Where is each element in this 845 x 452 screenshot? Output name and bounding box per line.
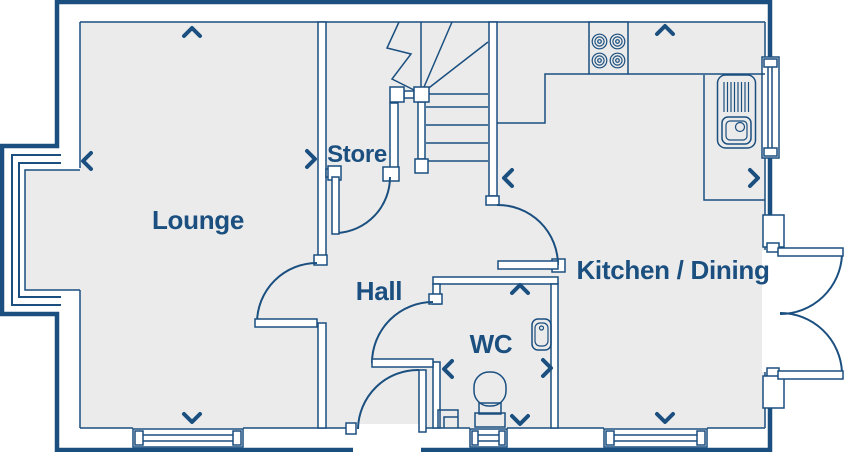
french-doors <box>777 247 844 380</box>
stairs <box>385 21 489 174</box>
newel-post <box>389 86 405 103</box>
chevron-down-icon <box>655 412 675 424</box>
room-labels: Lounge Store Hall WC Kitchen / Dining <box>152 141 770 359</box>
wall-openings <box>353 250 788 452</box>
chevron-up-icon <box>510 283 530 295</box>
wc-left-wall-lower <box>432 361 441 429</box>
toilet <box>473 371 507 428</box>
wc-bottom-window <box>469 428 508 448</box>
wash-basin <box>531 318 552 351</box>
wc-corner-boxing <box>437 409 459 428</box>
kitchen-bottom-window <box>603 428 708 448</box>
front-door-opening <box>353 424 421 452</box>
chevron-right-icon <box>305 149 317 169</box>
hob <box>588 21 629 75</box>
chevron-down-icon <box>510 414 530 426</box>
room-label-hall: Hall <box>356 276 402 306</box>
wc-top-wall <box>432 276 559 285</box>
chevron-up-icon <box>655 24 675 36</box>
chevron-down-icon <box>182 412 202 424</box>
wc-right-wall <box>550 283 559 429</box>
lounge-bottom-window <box>132 428 244 448</box>
chevron-up-icon <box>182 26 202 38</box>
store-door <box>331 176 392 235</box>
room-label-wc: WC <box>470 329 513 359</box>
kitchen-counter <box>497 73 765 201</box>
lounge-door <box>254 262 318 328</box>
room-label-kitchen-dining: Kitchen / Dining <box>576 255 769 285</box>
french-door-opening <box>762 250 788 372</box>
sink <box>716 74 757 149</box>
chevron-left-icon <box>502 168 514 188</box>
interior-walls <box>313 21 785 435</box>
chevron-markers <box>81 24 760 426</box>
lounge-east-wall-lower <box>317 322 327 429</box>
kitchen-right-window <box>761 56 780 159</box>
newel-post <box>413 86 430 103</box>
bay-window <box>11 154 81 306</box>
newel-post <box>414 158 429 174</box>
chevron-right-icon <box>541 358 553 378</box>
chevron-left-icon <box>442 359 454 379</box>
lounge-east-wall-upper <box>317 21 327 264</box>
stairs-kitchen-wall <box>488 21 498 197</box>
stairs-handrail <box>403 90 415 99</box>
store-east-wall <box>389 102 399 174</box>
chevron-left-icon <box>81 151 93 171</box>
room-label-store: Store <box>327 141 387 168</box>
kitchen-door <box>496 203 559 270</box>
chevron-right-icon <box>748 168 760 188</box>
front-door <box>357 368 427 433</box>
stairs-railing <box>417 101 426 160</box>
stairs-break-line <box>385 21 417 92</box>
wc-door <box>371 301 434 368</box>
room-label-lounge: Lounge <box>152 205 244 235</box>
